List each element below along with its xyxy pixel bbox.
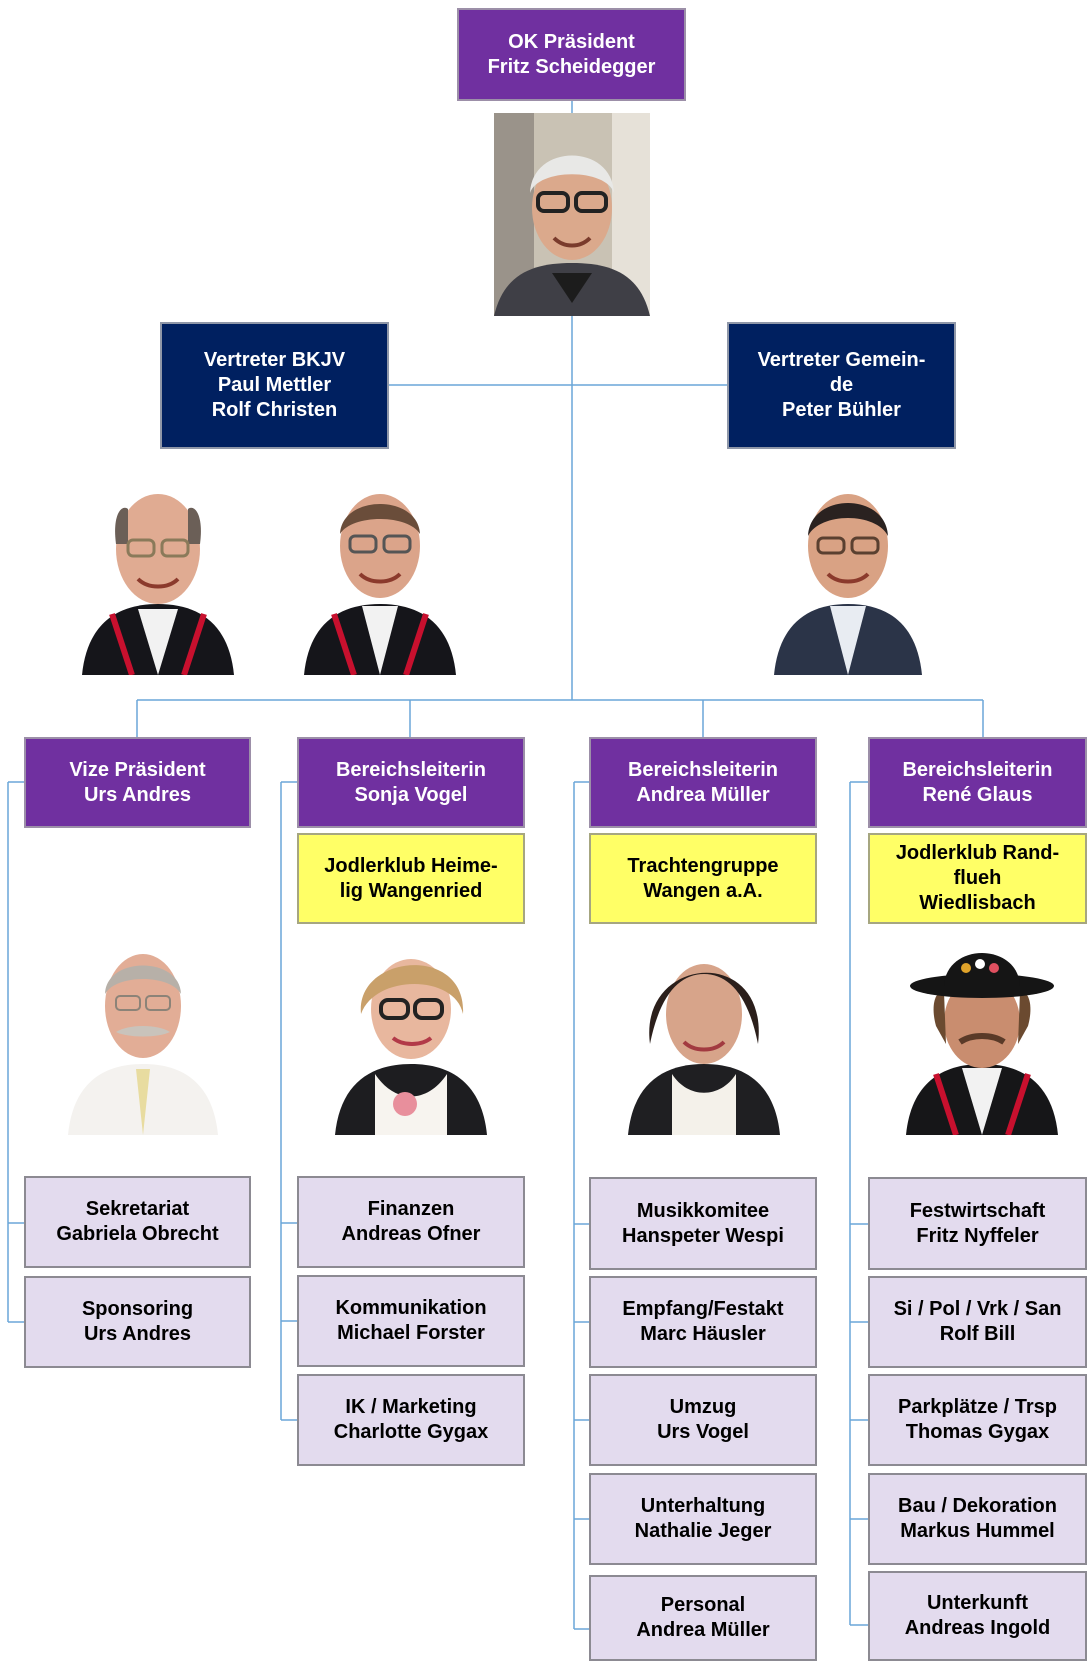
club-line: flueh [953,867,1002,889]
unit-name: Markus Hummel [900,1520,1055,1542]
rep-line: Vertreter BKJV [203,349,346,371]
head-name: Urs Andres [83,783,192,806]
unit-title: IK / Marketing [345,1396,477,1418]
unit-title: Bau / Dekoration [898,1495,1057,1517]
unit-title: Festwirtschaft [909,1199,1046,1222]
president-name: Fritz Scheidegger [487,55,656,78]
unit-box-empfang-festakt: Empfang/Festakt Marc Häusler [589,1276,817,1368]
unit-box-kommunikation: Kommunikation Michael Forster [297,1275,525,1367]
unit-box-sekretariat: Sekretariat Gabriela Obrecht [24,1176,251,1268]
unit-title: Parkplätze / Trsp [898,1396,1057,1418]
rep-line: Vertreter Gemein- [757,349,926,371]
rep-line: de [829,374,854,396]
unit-box-si-pol-vrk-san: Si / Pol / Vrk / San Rolf Bill [868,1276,1087,1368]
unit-box-umzug: Umzug Urs Vogel [589,1374,817,1466]
unit-box-unterkunft: Unterkunft Andreas Ingold [868,1571,1087,1661]
head-name: René Glaus [922,783,1033,806]
rep-line: Paul Mettler [217,374,332,396]
unit-name: Fritz Nyffeler [916,1224,1039,1247]
representative-gemeinde-box: Vertreter Gemein- de Peter Bühler [727,322,956,449]
unit-title: Si / Pol / Vrk / San [893,1298,1062,1320]
rep-line: Rolf Christen [211,399,338,421]
unit-name: Michael Forster [337,1322,485,1344]
unit-name: Charlotte Gygax [333,1421,489,1443]
club-line: Wangen a.A. [643,879,763,902]
column-head-rene-glaus: Bereichsleiterin René Glaus [868,737,1087,828]
unit-name: Rolf Bill [939,1323,1016,1345]
unit-title: Sekretariat [85,1198,190,1220]
photo-paul-mettler [82,474,234,675]
photo-rene-glaus [906,934,1058,1135]
unit-name: Urs Vogel [657,1421,749,1443]
unit-title: Sponsoring [81,1298,194,1320]
unit-name: Hanspeter Wespi [622,1224,784,1247]
club-line: Wiedlisbach [919,892,1036,914]
column-head-sonja-vogel: Bereichsleiterin Sonja Vogel [297,737,525,828]
unit-title: Finanzen [367,1198,455,1220]
unit-box-sponsoring: Sponsoring Urs Andres [24,1276,251,1368]
rep-line: Peter Bühler [782,399,901,421]
club-box-jodlerklub-heimelig: Jodlerklub Heime- lig Wangenried [297,833,525,924]
unit-name: Urs Andres [83,1323,192,1345]
head-name: Sonja Vogel [354,783,468,806]
unit-box-musikkomitee: Musikkomitee Hanspeter Wespi [589,1177,817,1270]
unit-name: Gabriela Obrecht [56,1223,219,1245]
unit-title: Umzug [669,1396,737,1418]
photo-sonja-vogel [335,934,487,1135]
unit-box-finanzen: Finanzen Andreas Ofner [297,1176,525,1268]
representative-bkjv-box: Vertreter BKJV Paul Mettler Rolf Christe… [160,322,389,449]
unit-box-ik-marketing: IK / Marketing Charlotte Gygax [297,1374,525,1466]
club-line: Trachtengruppe [627,854,779,877]
unit-box-parkplaetze-trsp: Parkplätze / Trsp Thomas Gygax [868,1374,1087,1466]
unit-title: Personal [660,1594,746,1616]
unit-name: Nathalie Jeger [634,1520,772,1542]
unit-name: Andrea Müller [636,1619,770,1641]
unit-title: Musikkomitee [636,1199,770,1222]
head-name: Andrea Müller [636,783,770,806]
head-role: Vize Präsident [69,758,206,781]
unit-name: Thomas Gygax [905,1421,1050,1443]
club-line: Jodlerklub Heime- [324,854,498,877]
unit-box-personal: Personal Andrea Müller [589,1575,817,1661]
photo-fritz-scheidegger [494,113,650,316]
club-box-trachtengruppe: Trachtengruppe Wangen a.A. [589,833,817,924]
unit-title: Empfang/Festakt [622,1298,784,1320]
club-line: lig Wangenried [339,879,483,902]
head-role: Bereichsleiterin [627,758,779,781]
unit-title: Unterkunft [926,1592,1029,1614]
photo-andrea-mueller [628,934,780,1135]
head-role: Bereichsleiterin [902,758,1053,781]
club-box-jodlerklub-randflueh: Jodlerklub Rand- flueh Wiedlisbach [868,833,1087,924]
head-role: Bereichsleiterin [335,758,487,781]
photo-rolf-christen [304,474,456,675]
column-head-andrea-mueller: Bereichsleiterin Andrea Müller [589,737,817,828]
unit-name: Andreas Ofner [341,1223,481,1245]
photo-peter-buehler [774,474,922,675]
unit-name: Andreas Ingold [904,1617,1051,1639]
president-box: OK Präsident Fritz Scheidegger [457,8,686,101]
president-role: OK Präsident [508,30,635,53]
column-head-vize-praesident: Vize Präsident Urs Andres [24,737,251,828]
photo-urs-andres [68,934,218,1135]
unit-box-unterhaltung: Unterhaltung Nathalie Jeger [589,1473,817,1565]
unit-title: Unterhaltung [640,1495,766,1517]
unit-box-festwirtschaft: Festwirtschaft Fritz Nyffeler [868,1177,1087,1270]
unit-box-bau-dekoration: Bau / Dekoration Markus Hummel [868,1473,1087,1565]
unit-title: Kommunikation [335,1297,487,1319]
club-line: Jodlerklub Rand- [895,842,1060,864]
unit-name: Marc Häusler [640,1323,766,1345]
